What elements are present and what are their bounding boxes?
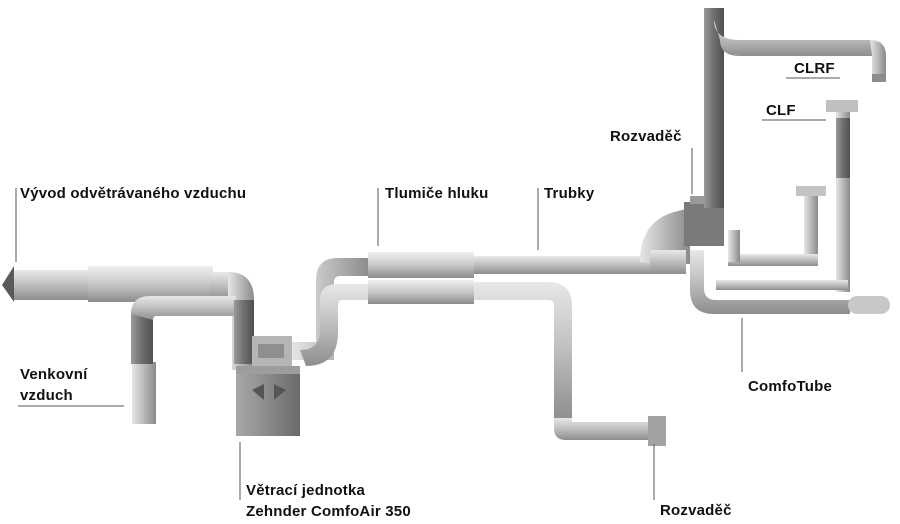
comfotube — [690, 250, 890, 314]
outdoor-pipe-bend — [131, 296, 236, 320]
label-comfotube: ComfoTube — [748, 378, 833, 395]
upper-manifold — [640, 196, 724, 274]
label-ventilation-unit: Větrací jednotka Zehnder ComfoAir 350 — [246, 480, 411, 522]
label-outdoor-line1: Venkovní — [20, 366, 88, 383]
exhaust-pipe — [14, 270, 94, 300]
pipe-lower — [474, 282, 572, 420]
leader-lines — [15, 77, 840, 500]
unit-body — [236, 366, 300, 436]
label-manifold-bottom: Rozvaděč — [660, 502, 732, 519]
comfotube-end — [848, 296, 890, 314]
label-pipes: Trubky — [544, 185, 595, 202]
silencers — [368, 252, 474, 304]
pipe-upper — [474, 256, 654, 274]
manifold-bottom-box — [648, 416, 666, 446]
middle-branch — [728, 186, 826, 266]
ventilation-unit — [236, 336, 300, 436]
label-clf: CLF — [766, 102, 796, 119]
outdoor-intake — [132, 362, 156, 424]
silencer-upper — [368, 252, 474, 278]
main-pipes — [474, 256, 666, 446]
label-silencers: Tlumiče hluku — [385, 185, 489, 202]
clf-branch — [716, 100, 858, 292]
exhaust-duct — [2, 266, 254, 370]
outdoor-air-duct — [131, 296, 254, 424]
label-unit-line2: Zehnder ComfoAir 350 — [246, 503, 411, 520]
clrf-pipe — [714, 20, 872, 56]
manifold-top-box — [684, 202, 724, 246]
riser-duct — [704, 8, 724, 208]
label-manifold-top: Rozvaděč — [610, 128, 682, 145]
exhaust-terminal — [2, 266, 14, 302]
unit-riser — [292, 258, 370, 366]
label-clrf: CLRF — [794, 60, 835, 77]
label-outdoor-air: Venkovní vzduch — [20, 364, 87, 406]
label-unit-line1: Větrací jednotka — [246, 482, 366, 499]
clf-vent — [826, 100, 858, 112]
silencer-lower — [368, 280, 474, 304]
label-exhaust: Vývod odvětrávaného vzduchu — [20, 185, 247, 202]
outdoor-pipe-vertical — [131, 312, 153, 364]
vertical-riser — [704, 8, 886, 208]
label-outdoor-line2: vzduch — [20, 387, 73, 404]
